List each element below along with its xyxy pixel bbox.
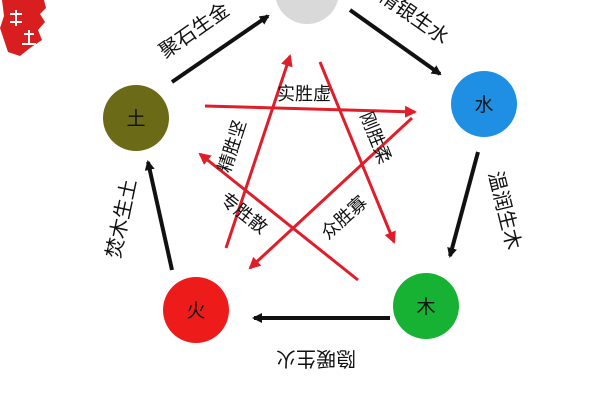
generating-arrows	[144, 8, 480, 323]
arrow-fire-to-earth	[144, 160, 174, 271]
label-earth-to-metal: 聚石生金	[154, 0, 233, 63]
label-solid-over-void: 实胜虚	[277, 84, 331, 105]
star-arrow-earth-water	[204, 104, 417, 118]
arrow-water-to-wood	[447, 151, 480, 258]
water-node	[451, 71, 517, 137]
fire-node	[163, 277, 229, 343]
star-arrow-metal-wood	[318, 61, 396, 244]
wood-node-label: 木	[416, 296, 435, 318]
earth-node-label: 土	[126, 108, 145, 130]
water-node-label: 水	[474, 94, 493, 116]
nodes: 水 木 火 土	[103, 0, 517, 343]
overcoming-star	[198, 54, 417, 282]
metal-node	[276, 0, 338, 24]
label-fire-to-earth: 焚木生土	[101, 177, 141, 260]
star-arrow-fire-metal	[224, 54, 293, 249]
label-metal-to-water: 精银生水	[374, 0, 453, 49]
arrow-earth-to-metal	[170, 14, 270, 84]
star-arrow-water-fire	[248, 116, 414, 270]
label-refined-over-firm: 精胜坚	[214, 117, 251, 175]
arrow-metal-to-water	[348, 8, 442, 76]
seal-stamp-graphic	[0, 0, 46, 56]
fire-node-label: 火	[186, 300, 205, 322]
wood-node	[393, 273, 459, 339]
seal-stamp	[0, 0, 48, 60]
label-wood-to-fire: 隐暖生火	[276, 347, 356, 371]
star-arrow-wood-earth	[198, 152, 359, 282]
earth-node	[103, 85, 169, 151]
label-water-to-wood: 温润生木	[483, 169, 526, 252]
